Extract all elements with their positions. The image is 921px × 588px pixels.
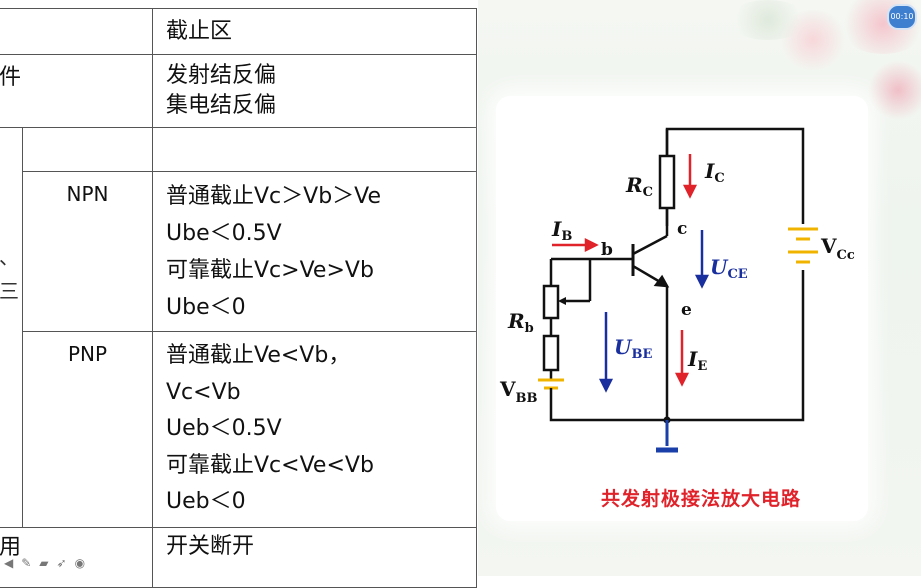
svg-text:UBE: UBE [614, 335, 652, 362]
svg-text:IB: IB [551, 217, 572, 244]
voltage-arrows [598, 230, 710, 393]
wiper-arrow [558, 297, 566, 305]
vbb-subscript: BB [516, 391, 538, 406]
pnp-label: PNP [67, 342, 108, 366]
ube-subscript: BE [631, 347, 652, 362]
current-arrows [552, 154, 698, 387]
npn-label-cell: NPN [22, 171, 153, 332]
ground-symbol [656, 416, 678, 453]
circuit-wires [549, 127, 805, 422]
npn-condition-cell: 普通截止Vc＞Vb＞Ve Ube＜0.5V 可靠截止Vc>Ve>Vb Ube＜0 [152, 171, 477, 332]
npn-line: Ube＜0.5V [166, 221, 282, 246]
rc-label: R [625, 173, 643, 197]
svg-text:VBB: VBB [499, 377, 538, 406]
pnp-line: Vc<Vb [166, 379, 241, 405]
pnp-line: Ueb＜0.5V [166, 416, 282, 441]
voltage-labels: UCE UBE [614, 255, 748, 362]
pnp-label-cell: PNP [22, 331, 153, 528]
usage-value: 开关断开 [166, 534, 255, 559]
cutoff-region-table: 截止区 件 发射结反偏 集电结反偏 、 三 NPN 普通截止Vc＞Vb [0, 8, 477, 588]
table-cell-empty [0, 8, 153, 55]
collector-label: c [677, 219, 687, 239]
ib-subscript: B [561, 229, 572, 244]
npn-line: Ube＜0 [166, 295, 246, 320]
pnp-condition-cell: 普通截止Ve<Vb， Vc<Vb Ueb＜0.5V 可靠截止Vc<Ve<Vb U… [152, 331, 477, 528]
rc-subscript: C [643, 185, 653, 200]
circuit-labels: RC IC c IB b e Rb IE VBB VCc [499, 159, 855, 406]
pointer-icon[interactable]: ➶ [56, 556, 67, 570]
ube-label: U [614, 335, 633, 359]
rb-label: R [507, 309, 525, 333]
common-emitter-circuit-diagram: RC IC c IB b e Rb IE VBB VCc UCE UBE [499, 127, 855, 453]
base-label: b [601, 240, 613, 260]
svg-text:IE: IE [687, 347, 707, 374]
ic-subscript: C [714, 171, 724, 186]
eraser-icon[interactable]: ▰ [39, 556, 49, 570]
rb-potentiometer [542, 284, 560, 320]
svg-text:RC: RC [625, 173, 653, 200]
vcc-battery [788, 224, 818, 270]
rb-subscript: b [525, 321, 534, 336]
svg-text:Rb: Rb [507, 309, 534, 336]
npn-label: NPN [66, 182, 109, 206]
pnp-line: 普通截止Ve<Vb， [166, 343, 351, 368]
table-cell-empty [152, 127, 477, 172]
table-cell-empty [22, 127, 153, 172]
uce-subscript: CE [727, 267, 747, 282]
npn-line: 普通截止Vc＞Vb＞Ve [166, 184, 382, 209]
ie-label: I [687, 347, 698, 371]
pnp-line: 可靠截止Vc<Ve<Vb [166, 452, 374, 478]
pnp-line: Ueb＜0 [166, 489, 246, 514]
vcc-label: V [820, 234, 837, 258]
npn-line: 可靠截止Vc>Ve>Vb [166, 258, 374, 283]
condition-value-cell: 发射结反偏 集电结反偏 [152, 54, 477, 128]
condition-label-cell: 件 [0, 54, 153, 128]
side-char: 三 [0, 279, 19, 303]
emitter-label: e [681, 300, 692, 320]
usage-value-cell: 开关断开 [152, 527, 477, 588]
transistor-symbol [631, 234, 670, 288]
vbb-battery [538, 378, 564, 393]
arrow-left-icon[interactable]: ◀ [4, 556, 14, 570]
rc-resistor [658, 154, 676, 210]
condition-label: 件 [0, 65, 22, 90]
side-char: 、 [0, 245, 19, 269]
slide-toolbar: ◀ ✎ ▰ ➶ ◉ [4, 554, 85, 572]
usage-label: 用 [0, 535, 22, 560]
circuit-caption: 共发射极接法放大电路 [600, 488, 801, 510]
side-label-cell: 、 三 [0, 127, 23, 528]
region-title: 截止区 [166, 19, 233, 44]
pen-icon[interactable]: ✎ [21, 556, 32, 570]
record-icon[interactable]: ◉ [74, 556, 86, 570]
vcc-subscript: Cc [837, 248, 855, 263]
rb-resistor [542, 334, 560, 372]
condition-line: 集电结反偏 [166, 93, 277, 118]
condition-line: 发射结反偏 [166, 63, 277, 88]
vbb-label: V [499, 377, 516, 401]
svg-text:VCc: VCc [820, 234, 855, 263]
svg-text:IC: IC [704, 159, 725, 186]
ib-label: I [551, 217, 562, 241]
ic-label: I [704, 159, 715, 183]
table-header-cell: 截止区 [152, 8, 477, 55]
svg-text:UCE: UCE [710, 255, 748, 282]
timer-badge[interactable]: 00:10 [887, 4, 917, 30]
uce-label: U [710, 255, 729, 279]
ie-subscript: E [697, 359, 707, 374]
